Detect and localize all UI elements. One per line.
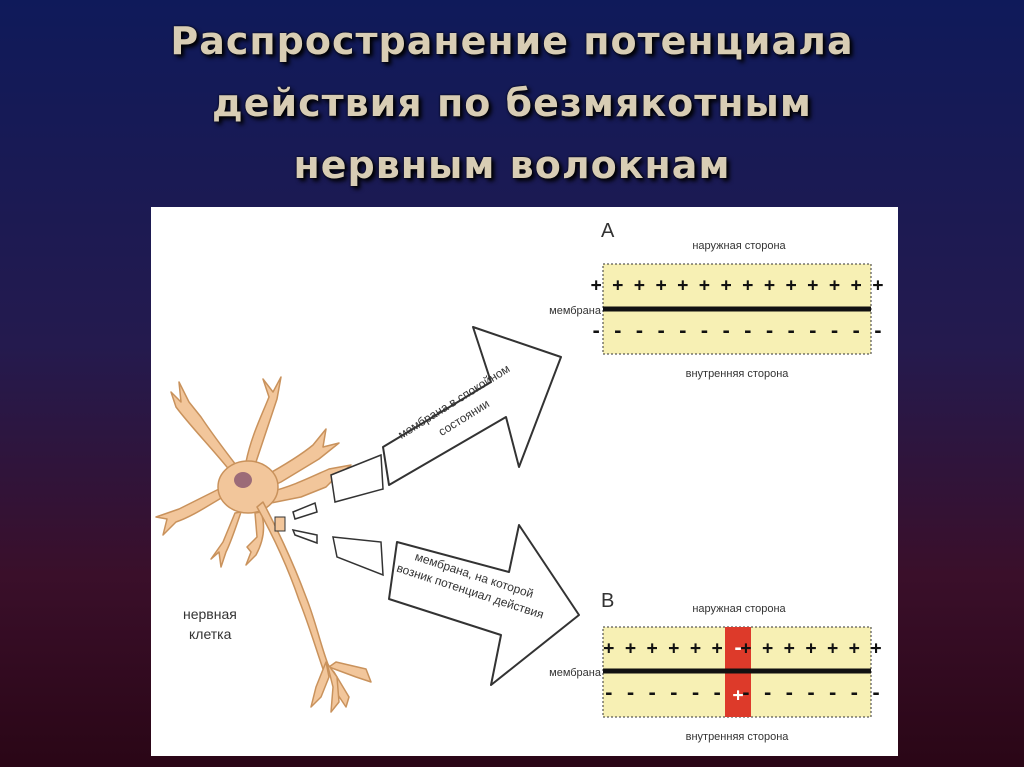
zoom-shapes [291, 453, 384, 577]
panel-a-letter: А [601, 220, 615, 242]
panel-b-bottom-signs-left: - - - - - - [603, 683, 722, 704]
panel-a-bottom-signs: - - - - - - - - - - - - - - [591, 321, 884, 342]
title-line-2: действия по безмякотным [212, 81, 812, 125]
cell-label-1: нервная [183, 606, 237, 622]
membrane-panel-b: В наружная сторона мембрана + + + + + + … [549, 590, 881, 743]
panel-b-bottom-signs-right: - - - - - - - [741, 683, 882, 704]
panel-b-outer-label: наружная сторона [692, 603, 786, 615]
arrow-active [388, 524, 580, 686]
title-line-3: нервным волокнам [293, 143, 731, 187]
arrow-resting [382, 326, 562, 486]
title-line-1: Распространение потенциала [170, 19, 854, 63]
neuron-cell [155, 376, 372, 713]
panel-b-top-signs-right: + + + + + + + [741, 638, 882, 659]
diagram-svg: мембрана в спокойном состоянии мембрана,… [155, 220, 883, 743]
panel-b-membrane-label: мембрана [549, 667, 602, 679]
membrane-panel-a: А наружная сторона мембрана + + + + + + … [549, 220, 883, 380]
panel-a-top-signs: + + + + + + + + + + + + + + [591, 275, 884, 296]
diagram-panel: мембрана в спокойном состоянии мембрана,… [151, 207, 898, 756]
panel-b-active-top-sign: - [733, 638, 744, 659]
neuron-nucleus [234, 472, 252, 488]
panel-a-membrane-label: мембрана [549, 305, 602, 317]
axon-marker [274, 516, 286, 532]
panel-b-inner-label: внутренняя сторона [686, 731, 790, 743]
panel-a-inner-label: внутренняя сторона [686, 368, 790, 380]
panel-b-active-bottom-sign: + [733, 685, 744, 706]
panel-a-outer-label: наружная сторона [692, 240, 786, 252]
panel-b-top-signs-left: + + + + + + [603, 638, 722, 659]
panel-b-letter: В [601, 590, 614, 612]
cell-label-2: клетка [189, 626, 232, 642]
slide-title: Распространение потенциала действия по б… [0, 10, 1024, 196]
